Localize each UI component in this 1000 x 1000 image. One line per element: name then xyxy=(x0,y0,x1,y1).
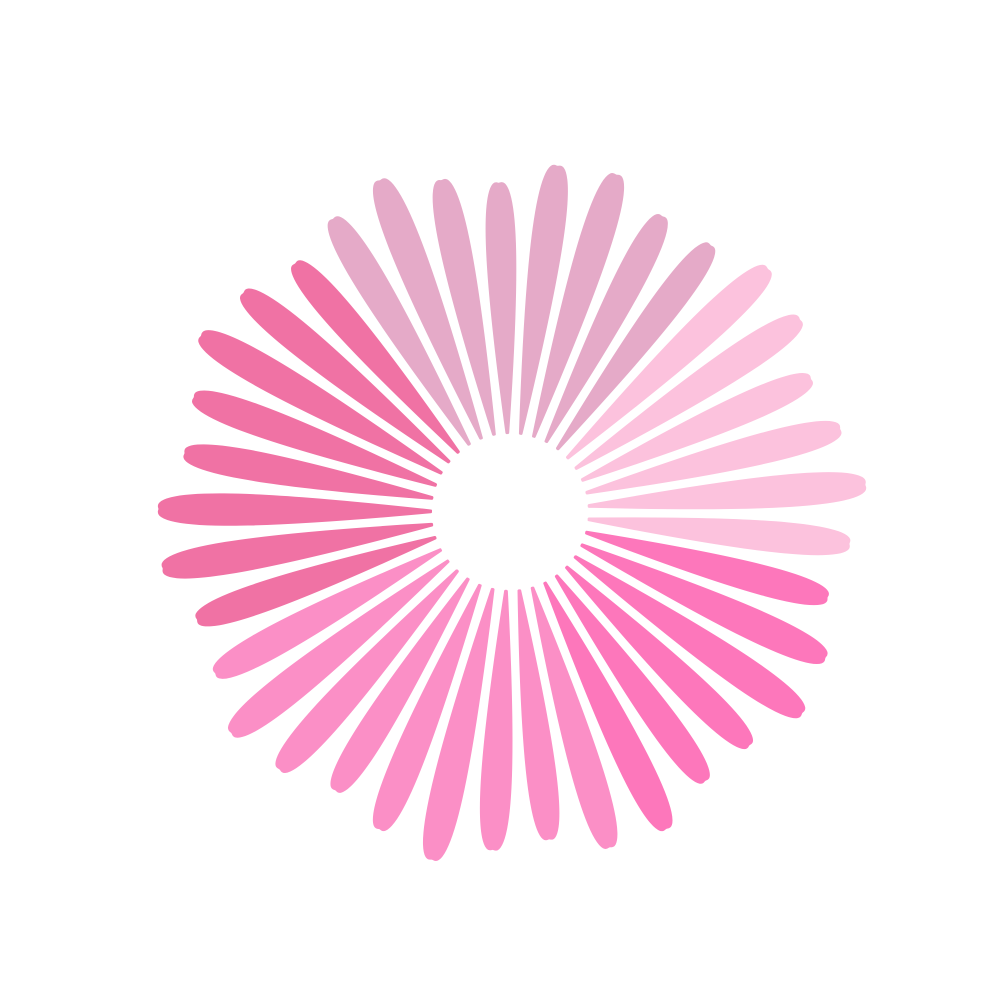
flower-center xyxy=(432,434,588,590)
petal-ring xyxy=(152,159,872,866)
